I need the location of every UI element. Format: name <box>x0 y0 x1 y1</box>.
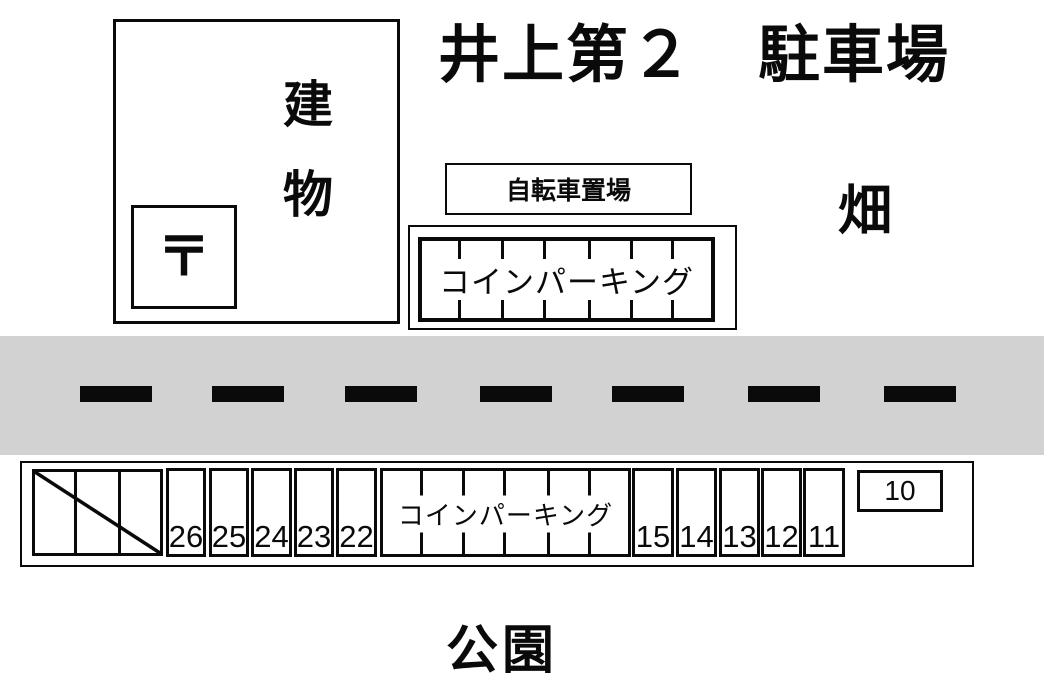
stall-divider-line <box>74 472 77 553</box>
post-office-box: 〒 <box>131 205 237 309</box>
park-label: 公園 <box>446 622 559 680</box>
building-outline: 建 物 〒 <box>113 19 400 324</box>
stall-divider-line <box>420 471 423 502</box>
stall-divider-line <box>547 527 550 554</box>
stall-14: 14 <box>676 468 717 557</box>
stall-22: 22 <box>336 468 377 557</box>
road-center-dash <box>748 386 820 402</box>
building-label-char-2: 物 <box>283 167 333 223</box>
stall-divider-line <box>503 527 506 554</box>
road-center-dash <box>480 386 552 402</box>
reserved-stalls-block <box>32 469 163 556</box>
post-office-mark-icon: 〒 <box>157 227 211 287</box>
stall-divider-line <box>671 241 674 259</box>
coin-parking-upper: コインパーキング <box>418 237 715 322</box>
stall-12: 12 <box>761 468 802 557</box>
stall-divider-line <box>462 527 465 554</box>
coin-parking-upper-outer: コインパーキング <box>408 225 737 330</box>
stall-13: 13 <box>719 468 760 557</box>
stall-number: 23 <box>296 519 332 554</box>
stall-11: 11 <box>803 468 845 557</box>
stall-24: 24 <box>251 468 292 557</box>
stall-divider-line <box>420 527 423 554</box>
stall-number: 10 <box>884 475 916 506</box>
road-center-dash <box>212 386 284 402</box>
stall-divider-line <box>501 300 504 318</box>
stall-number: 26 <box>168 519 204 554</box>
stall-divider-line <box>118 472 121 553</box>
map-title: 井上第２ 駐車場 <box>438 21 951 90</box>
road-center-dash <box>612 386 684 402</box>
stall-number: 11 <box>807 519 841 554</box>
stall-number: 22 <box>339 519 374 554</box>
stall-23: 23 <box>294 468 334 557</box>
stall-number: 15 <box>635 519 671 554</box>
road-center-dash <box>80 386 152 402</box>
field-label: 畑 <box>838 181 892 241</box>
stall-10: 10 <box>857 470 943 512</box>
parking-row-outline <box>20 461 974 567</box>
stall-divider-line <box>588 300 591 318</box>
coin-parking-lower-label: コインパーキング <box>392 495 619 533</box>
stall-divider-line <box>543 300 546 318</box>
road <box>0 336 1044 455</box>
stall-number: 13 <box>722 519 757 554</box>
building-label-char-1: 建 <box>283 77 333 133</box>
stall-divider-line <box>588 241 591 259</box>
stall-number: 25 <box>211 519 247 554</box>
stall-25: 25 <box>209 468 249 557</box>
no-parking-diagonal <box>35 472 160 553</box>
stall-divider-line <box>503 471 506 502</box>
coin-parking-lower: コインパーキング <box>380 468 631 557</box>
stall-divider-line <box>543 241 546 259</box>
road-center-dash <box>345 386 417 402</box>
bicycle-parking-label: 自転車置場 <box>505 177 631 205</box>
building-label: 建 物 <box>283 80 333 220</box>
stall-divider-line <box>588 471 591 502</box>
stall-number: 14 <box>679 519 714 554</box>
road-center-dash <box>884 386 956 402</box>
stall-15: 15 <box>632 468 674 557</box>
stall-number: 12 <box>764 519 799 554</box>
stall-divider-line <box>462 471 465 502</box>
stall-divider-line <box>630 241 633 259</box>
stall-divider-line <box>458 241 461 259</box>
stall-divider-line <box>501 241 504 259</box>
stall-divider-line <box>630 300 633 318</box>
stall-divider-line <box>671 300 674 318</box>
stall-number: 24 <box>254 519 289 554</box>
stall-divider-line <box>547 471 550 502</box>
stall-26: 26 <box>166 468 206 557</box>
bicycle-parking-area: 自転車置場 <box>445 163 692 215</box>
coin-parking-upper-label: コインパーキング <box>438 265 695 300</box>
stall-divider-line <box>458 300 461 318</box>
stall-divider-line <box>588 527 591 554</box>
